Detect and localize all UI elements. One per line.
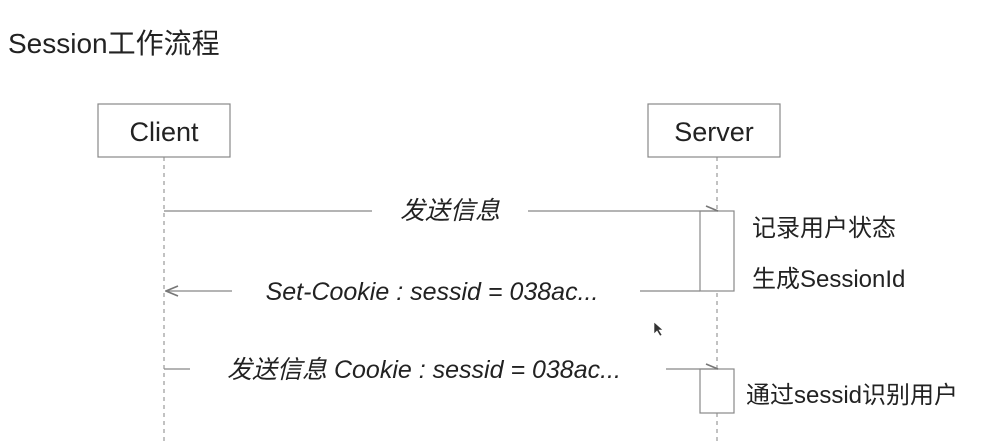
message-3: 发送信息 Cookie : sessid = 038ac...	[164, 356, 719, 384]
message-2: Set-Cookie : sessid = 038ac...	[166, 278, 700, 306]
client-label: Client	[129, 117, 199, 147]
server-activation-2	[699, 368, 735, 414]
page-title: Session工作流程	[8, 28, 220, 59]
message-2-label: Set-Cookie : sessid = 038ac...	[266, 278, 599, 306]
note-generate-session-id: 生成SessionId	[752, 266, 905, 293]
server-label: Server	[674, 117, 754, 147]
cursor-icon	[653, 321, 664, 337]
note-identify-user: 通过sessid识别用户	[746, 382, 958, 409]
server-actor: Server	[647, 103, 781, 158]
message-3-label: 发送信息 Cookie : sessid = 038ac...	[227, 356, 621, 384]
message-1-label: 发送信息	[400, 197, 500, 225]
note-record-user-state: 记录用户状态	[752, 215, 896, 242]
message-1: 发送信息	[164, 197, 719, 225]
server-activation-1	[699, 210, 735, 292]
client-actor: Client	[97, 103, 231, 158]
